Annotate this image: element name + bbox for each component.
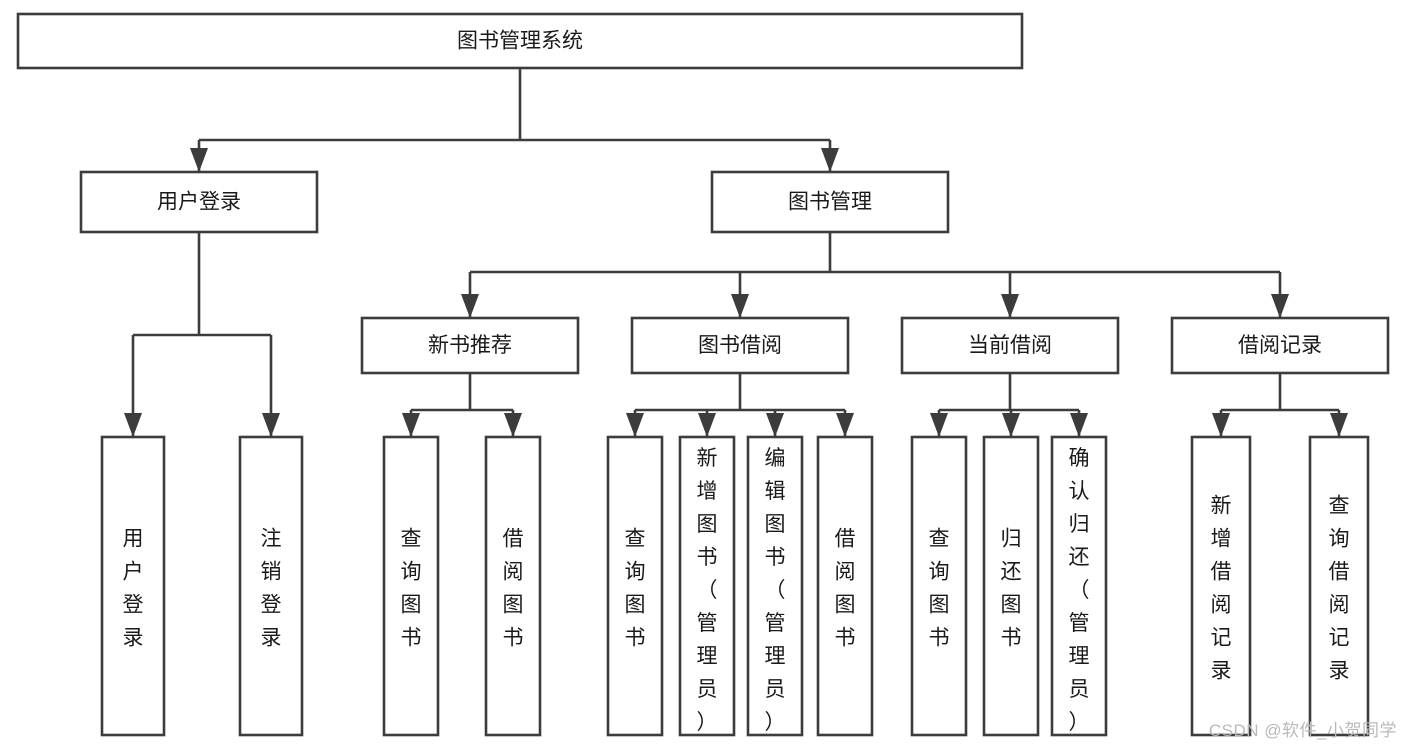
leaf-node[interactable]: 编辑图书（管理员）	[746, 435, 804, 737]
leaf-box[interactable]	[238, 435, 304, 737]
leaf-box[interactable]	[1050, 435, 1108, 737]
leaf-label: 新增图书（管理员）	[697, 447, 718, 734]
module-box[interactable]	[710, 170, 950, 234]
leaf-box[interactable]	[816, 435, 874, 737]
module-label: 图书管理	[788, 191, 872, 214]
arrow-down-icon	[836, 413, 854, 437]
arrow-down-icon	[930, 413, 948, 437]
leaf-label: 归还图书	[1001, 528, 1022, 650]
leaf-box[interactable]	[484, 435, 542, 737]
leaf-node[interactable]: 借阅图书	[816, 435, 874, 737]
arrow-down-icon	[124, 413, 142, 437]
arrow-down-icon	[766, 413, 784, 437]
submodule-label: 借阅记录	[1238, 334, 1322, 357]
root-box[interactable]	[16, 12, 1024, 70]
arrow-down-icon	[698, 413, 716, 437]
arrow-down-icon	[402, 413, 420, 437]
submodule-node[interactable]: 借阅记录	[1170, 316, 1390, 375]
nodes-layer: 图书管理系统用户登录图书管理新书推荐图书借阅当前借阅借阅记录用户登录注销登录查询…	[16, 12, 1390, 737]
submodule-label: 新书推荐	[428, 334, 512, 357]
arrow-down-icon	[1002, 413, 1020, 437]
submodule-label: 图书借阅	[698, 334, 782, 357]
leaf-label: 查询借阅记录	[1329, 495, 1350, 683]
arrow-down-icon	[731, 294, 749, 318]
leaf-label: 用户登录	[123, 528, 144, 650]
leaf-node[interactable]: 注销登录	[238, 435, 304, 737]
leaf-box[interactable]	[1308, 435, 1370, 737]
arrow-down-icon	[1001, 294, 1019, 318]
leaf-label: 确认归还（管理员）	[1069, 447, 1090, 734]
leaf-label: 查询图书	[929, 528, 950, 650]
arrow-down-icon	[1330, 413, 1348, 437]
leaf-node[interactable]: 查询借阅记录	[1308, 435, 1370, 737]
leaf-box[interactable]	[1190, 435, 1252, 737]
arrow-down-icon	[821, 148, 839, 172]
leaf-node[interactable]: 归还图书	[982, 435, 1040, 737]
submodule-node[interactable]: 新书推荐	[360, 316, 580, 375]
module-box[interactable]	[79, 170, 319, 234]
leaf-label: 编辑图书（管理员）	[765, 447, 786, 734]
arrow-down-icon	[626, 413, 644, 437]
arrow-down-icon	[1271, 294, 1289, 318]
leaf-box[interactable]	[100, 435, 166, 737]
leaf-node[interactable]: 新增借阅记录	[1190, 435, 1252, 737]
leaf-node[interactable]: 查询图书	[910, 435, 968, 737]
leaf-label: 查询图书	[625, 528, 646, 650]
arrow-down-icon	[1212, 413, 1230, 437]
leaf-label: 查询图书	[401, 528, 422, 650]
leaf-label: 注销登录	[261, 528, 282, 650]
leaf-box[interactable]	[746, 435, 804, 737]
arrow-down-icon	[504, 413, 522, 437]
leaf-node[interactable]: 新增图书（管理员）	[678, 435, 736, 737]
leaf-node[interactable]: 查询图书	[606, 435, 664, 737]
arrow-down-icon	[461, 294, 479, 318]
module-node[interactable]: 用户登录	[79, 170, 319, 234]
module-node[interactable]: 图书管理	[710, 170, 950, 234]
root-label: 图书管理系统	[457, 30, 583, 53]
root-node[interactable]: 图书管理系统	[16, 12, 1024, 70]
leaf-box[interactable]	[606, 435, 664, 737]
leaf-box[interactable]	[910, 435, 968, 737]
leaf-label: 借阅图书	[503, 528, 524, 650]
leaf-node[interactable]: 确认归还（管理员）	[1050, 435, 1108, 737]
arrow-down-icon	[1070, 413, 1088, 437]
leaf-node[interactable]: 借阅图书	[484, 435, 542, 737]
leaf-label: 借阅图书	[835, 528, 856, 650]
connectors-layer	[124, 68, 1348, 437]
module-label: 用户登录	[157, 191, 241, 214]
arrow-down-icon	[262, 413, 280, 437]
submodule-node[interactable]: 图书借阅	[630, 316, 850, 375]
leaf-label: 新增借阅记录	[1211, 495, 1232, 683]
submodule-box[interactable]	[900, 316, 1120, 375]
leaf-box[interactable]	[678, 435, 736, 737]
submodule-box[interactable]	[1170, 316, 1390, 375]
submodule-node[interactable]: 当前借阅	[900, 316, 1120, 375]
submodule-box[interactable]	[630, 316, 850, 375]
submodule-box[interactable]	[360, 316, 580, 375]
leaf-box[interactable]	[382, 435, 440, 737]
leaf-node[interactable]: 查询图书	[382, 435, 440, 737]
submodule-label: 当前借阅	[968, 334, 1052, 357]
leaf-box[interactable]	[982, 435, 1040, 737]
leaf-node[interactable]: 用户登录	[100, 435, 166, 737]
arrow-down-icon	[190, 148, 208, 172]
